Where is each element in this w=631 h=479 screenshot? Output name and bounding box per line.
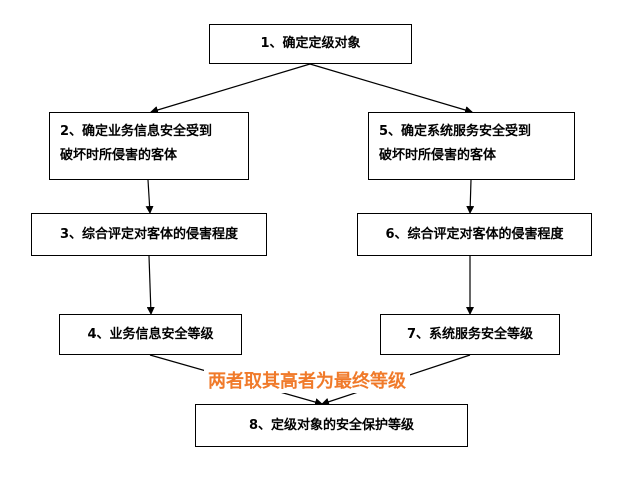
step-7-box: 7、系统服务安全等级 [380,314,560,355]
step-2-label-line1: 2、确定业务信息安全受到 [60,124,213,139]
step-6-box: 6、综合评定对客体的侵害程度 [357,213,592,256]
arrow-1-to-5 [309,63,473,114]
step-7-label: 7、系统服务安全等级 [406,326,534,342]
step-4-label: 4、业务信息安全等级 [87,326,214,342]
step-5-label-line1: 5、确定系统服务安全受到 [379,124,532,139]
step-5-box: 5、确定系统服务安全受到 破坏时所侵害的客体 [368,112,575,180]
step-8-box: 8、定级对象的安全保护等级 [195,404,468,447]
step-4-box: 4、业务信息安全等级 [59,314,242,355]
step-1-box: 1、确定定级对象 [209,24,412,64]
arrow-2-to-3 [145,179,154,214]
step-3-label: 3、综合评定对客体的侵害程度 [59,226,239,242]
arrow-1-to-2 [150,63,311,114]
step-3-box: 3、综合评定对客体的侵害程度 [31,213,267,256]
final-level-note: 两者取其高者为最终等级 [204,367,410,393]
step-6-label: 6、综合评定对客体的侵害程度 [385,226,564,242]
step-2-label-line2: 破坏时所侵害的客体 [60,148,178,163]
arrow-3-to-4 [146,255,155,315]
step-2-box: 2、确定业务信息安全受到 破坏时所侵害的客体 [49,112,249,180]
step-5-label-line2: 破坏时所侵害的客体 [379,148,497,163]
step-1-label: 1、确定定级对象 [260,36,361,51]
step-8-label: 8、定级对象的安全保护等级 [248,417,415,433]
arrow-5-to-6 [466,179,475,214]
